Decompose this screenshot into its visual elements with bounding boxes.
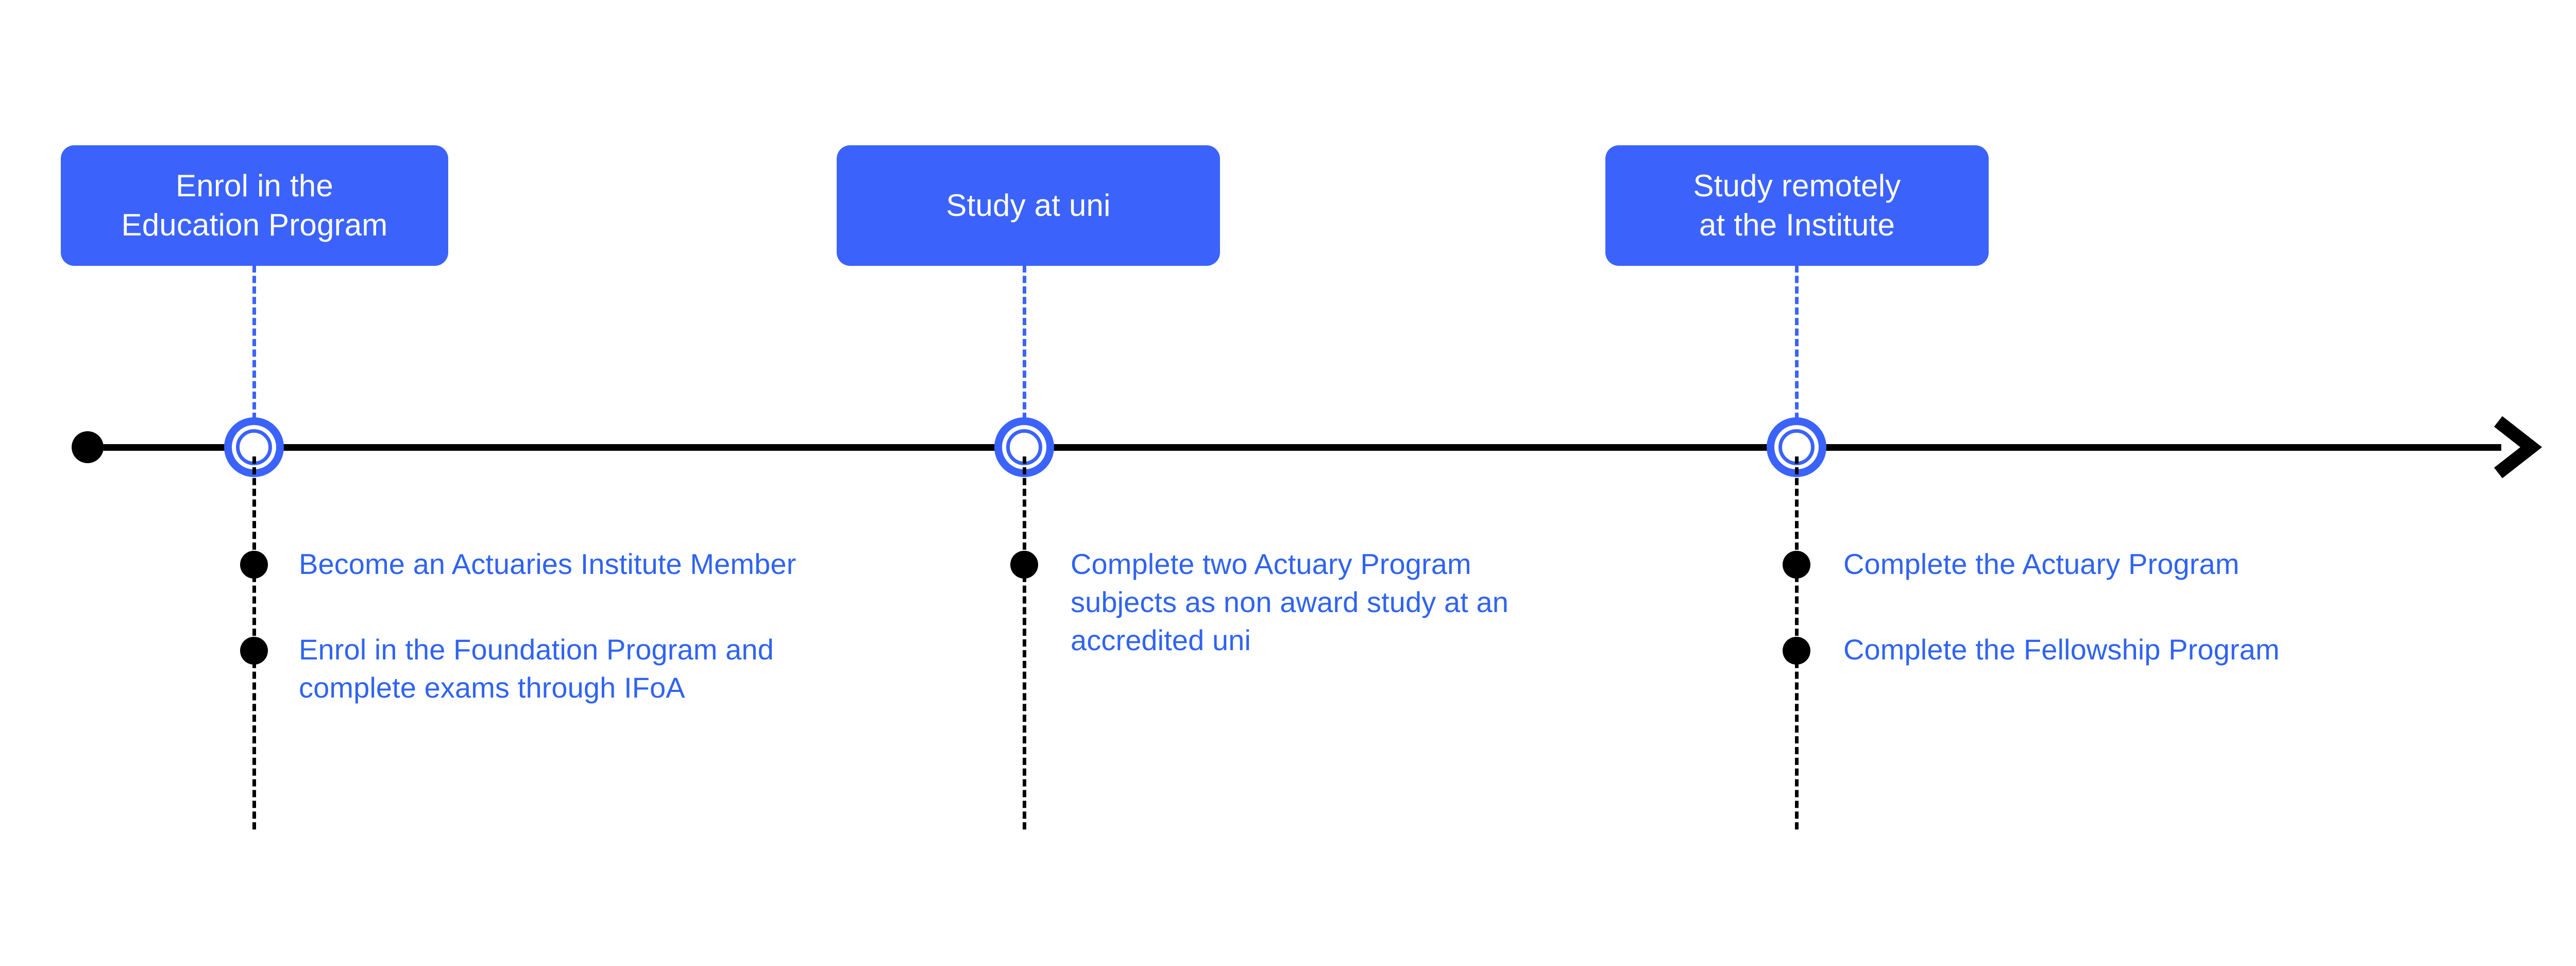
stage-label-box-1[interactable]: Enrol in the Education Program [61,145,448,266]
stage-label-box-2[interactable]: Study at uni [837,145,1220,266]
bullet-dot [1783,551,1810,579]
bullet-text: Become an Actuaries Institute Member [299,548,796,580]
bullet-dot [240,551,268,579]
bullet-text: Complete the Actuary Program [1843,548,2240,580]
connector-line-stage-1-up [252,265,256,420]
connector-line-stage-2-down [1023,456,1026,829]
bullet-dot [1010,551,1038,579]
bullet-dot [1783,637,1810,665]
milestone-marker-2[interactable] [994,417,1054,477]
bullet-dot [240,637,268,665]
timeline-arrow-icon [2491,415,2558,480]
connector-line-stage-2-up [1023,265,1026,420]
bullet-text: Enrol in the Foundation Program and comp… [299,633,774,704]
timeline-axis-line [88,444,2501,451]
stage-label-box-3[interactable]: Study remotely at the Institute [1605,145,1989,266]
connector-line-stage-3-up [1795,265,1799,420]
bullet-text: Complete the Fellowship Program [1843,633,2280,666]
bullet-text: Complete two Actuary Program subjects as… [1071,548,1509,656]
